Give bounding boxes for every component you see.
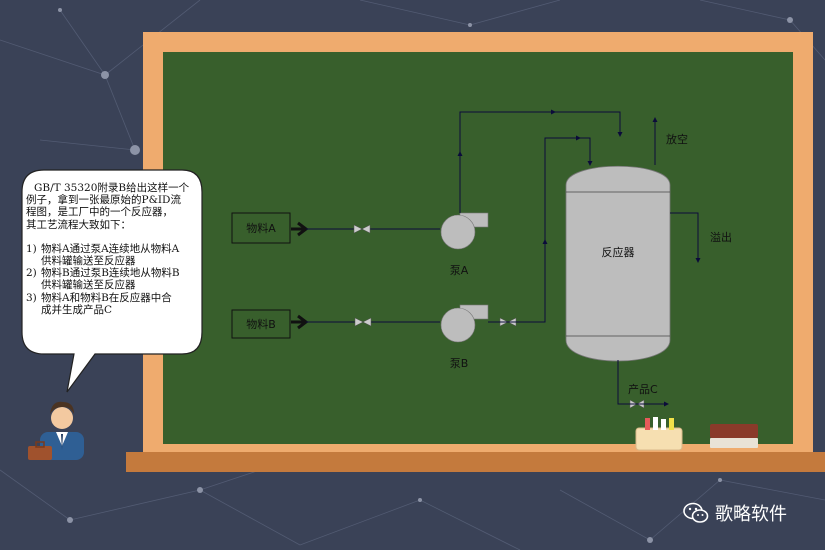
list-line: 供料罐输送至反应器 <box>41 279 136 292</box>
list-number: 2) <box>26 267 37 280</box>
list-item: 1) 物料A通过泵A连续地从物料A 供料罐输送至反应器 <box>26 243 198 267</box>
list-line: 物料B通过泵B连续地从物料B <box>41 267 180 280</box>
speech-bubble-text: GB/T 35320附录B给出这样一个 例子，拿到一张最原始的P&ID流 程图，… <box>26 182 198 316</box>
list-item: 3) 物料A和物料B在反应器中合 成并生成产品C <box>26 292 198 316</box>
valve-b <box>354 317 372 327</box>
list-line: 物料A通过泵A连续地从物料A <box>41 242 180 255</box>
chalkboard <box>163 52 793 444</box>
overflow-line <box>670 212 701 263</box>
reactor: 反应器 <box>565 165 671 362</box>
list-number: 3) <box>26 291 37 304</box>
pump-a-label: 泵A <box>450 264 469 277</box>
eraser <box>710 424 758 448</box>
pump-b: 泵B <box>440 304 489 370</box>
brand-watermark: 歌略软件 <box>683 500 787 526</box>
feed-a-box: 物料A <box>231 212 291 244</box>
list-line: 成并生成产品C <box>41 303 113 316</box>
list-item: 2) 物料B通过泵B连续地从物料B 供料罐输送至反应器 <box>26 267 198 291</box>
chalk-tray <box>126 452 825 472</box>
product-label: 产品C <box>628 382 658 396</box>
reactor-label: 反应器 <box>602 245 635 259</box>
intro-line: 其工艺流程大致如下： <box>26 218 131 231</box>
list-number: 1) <box>26 242 37 255</box>
overflow-label: 溢出 <box>710 230 732 244</box>
feed-b-label: 物料B <box>246 317 276 331</box>
intro-line: 程图，是工厂中的一个反应器， <box>26 206 173 219</box>
line-b-discharge <box>488 135 593 323</box>
intro-line: 例子，拿到一张最原始的P&ID流 <box>26 194 181 207</box>
feed-a-label: 物料A <box>246 221 276 235</box>
list-line: 物料A和物料B在反应器中合 <box>41 291 172 304</box>
valve-a <box>353 224 371 234</box>
presenter-avatar <box>28 401 84 460</box>
intro-line: GB/T 35320附录B给出这样一个 <box>34 182 190 194</box>
line-a-discharge <box>457 109 623 213</box>
product-line <box>617 360 669 407</box>
pump-a: 泵A <box>440 212 489 277</box>
list-line: 供料罐输送至反应器 <box>41 255 136 268</box>
brand-name: 歌略软件 <box>715 504 787 525</box>
vent-label: 放空 <box>666 132 688 146</box>
chalk-box <box>635 417 683 451</box>
feed-b-box: 物料B <box>231 309 291 339</box>
pump-b-label: 泵B <box>450 357 469 370</box>
wechat-icon <box>683 502 709 523</box>
